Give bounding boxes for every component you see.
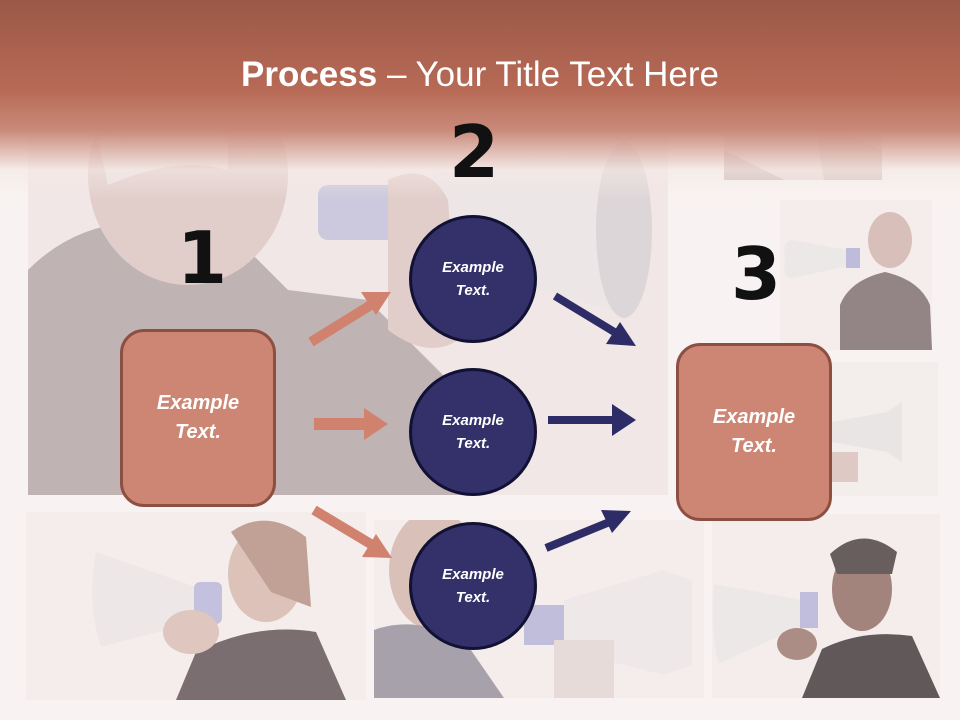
header-band: [0, 0, 960, 200]
megaphone-icon: [832, 402, 902, 462]
arrow-bottom-to-right: [544, 510, 631, 552]
arrow-left-to-bottom: [311, 505, 392, 558]
background-photo-woman: [26, 512, 366, 700]
step-1-box-text: Example Text.: [156, 392, 240, 443]
circle-top-text: Example Text.: [442, 259, 504, 299]
step-3-box-text: Example Text.: [712, 406, 796, 457]
step-number-2: 2: [449, 110, 500, 194]
megaphone-icon: [712, 584, 818, 664]
title-rest: – Your Title Text Here: [377, 55, 719, 94]
background-photo-man-right: [780, 200, 932, 350]
step-2-circle-bottom: Example Text.: [409, 522, 537, 650]
circle-bottom-text: Example Text.: [442, 566, 504, 606]
arrow-top-to-right: [552, 292, 636, 346]
slide-title: Process – Your Title Text Here: [0, 52, 960, 98]
arrow-left-to-middle: [314, 408, 388, 440]
arrow-middle-to-right: [548, 404, 636, 436]
step-2-circle-middle: Example Text.: [409, 368, 537, 496]
megaphone-icon: [784, 240, 860, 278]
step-3-box: Example Text.: [676, 343, 832, 521]
arrow-left-to-top: [308, 292, 391, 347]
step-number-3: 3: [731, 232, 782, 316]
step-1-box: Example Text.: [120, 329, 276, 507]
step-2-circle-top: Example Text.: [409, 215, 537, 343]
step-number-1: 1: [177, 216, 228, 300]
background-photo-man-bottom-right: [712, 514, 940, 698]
background-photo-right-megaphone: [832, 362, 938, 496]
circle-middle-text: Example Text.: [442, 412, 504, 452]
title-bold: Process: [241, 55, 378, 94]
